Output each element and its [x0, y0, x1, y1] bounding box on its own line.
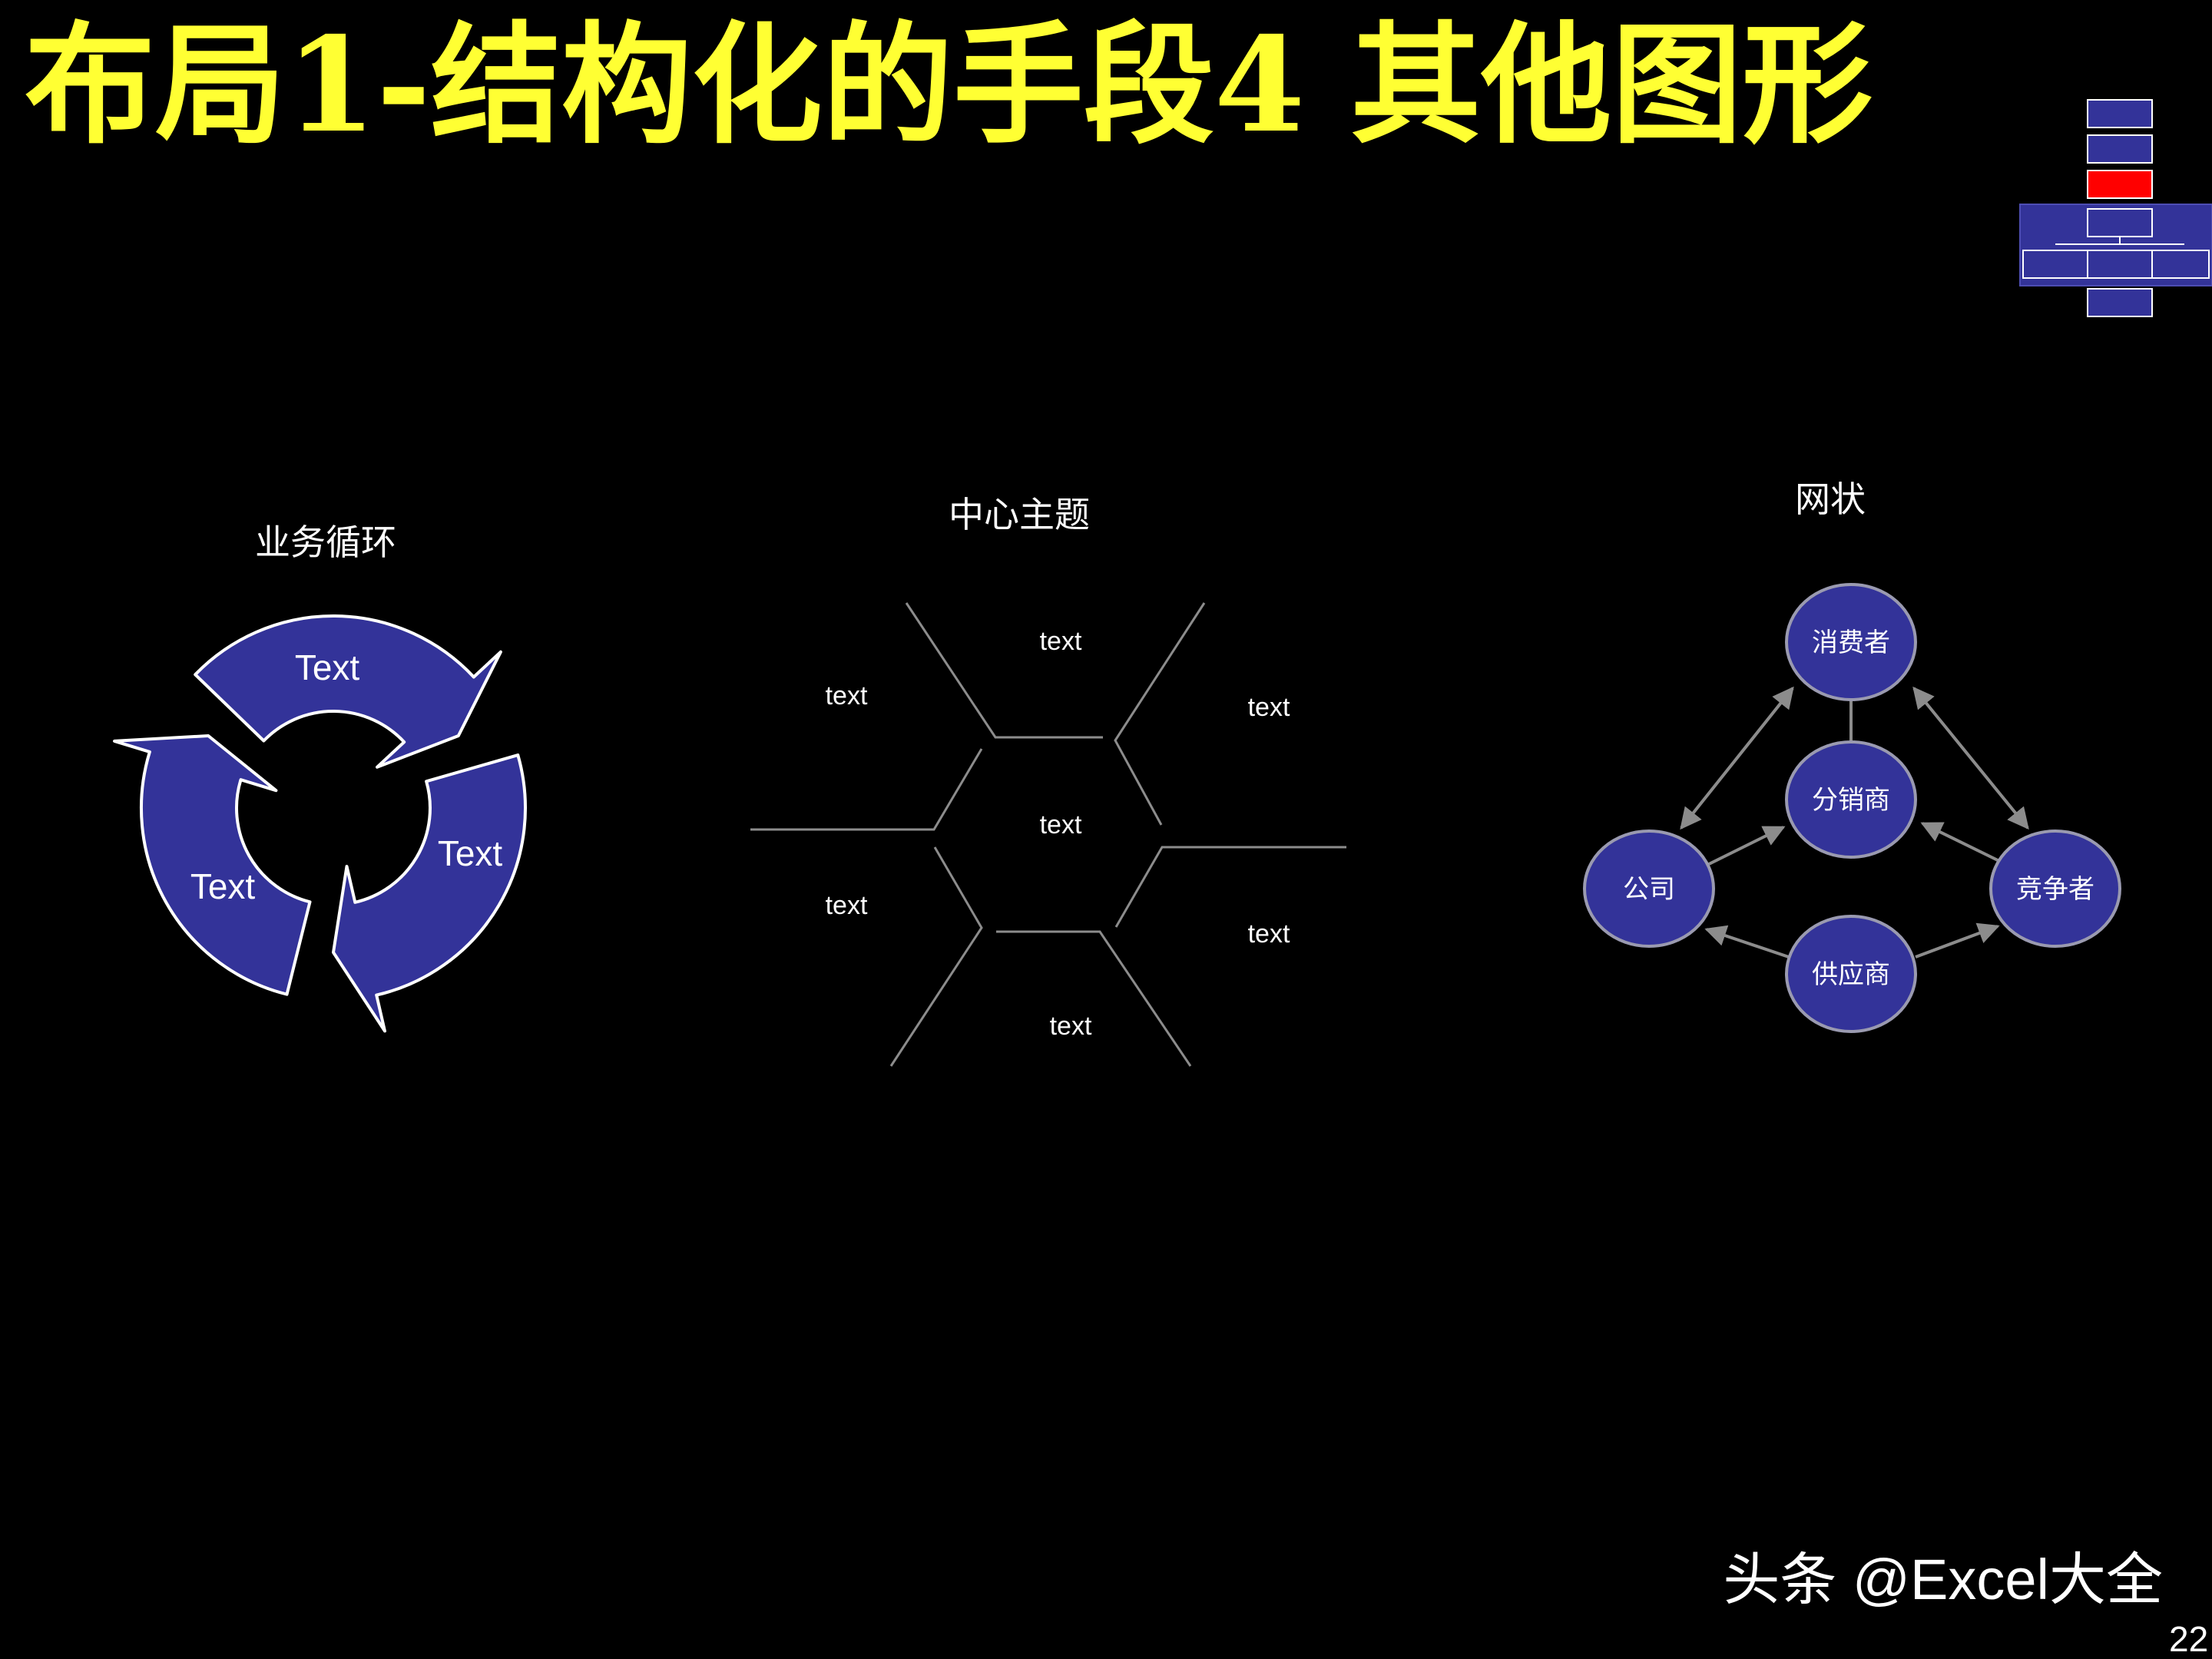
- slide-title: 布局1-结构化的手段4 其他图形: [25, 8, 1873, 162]
- nav-block: [2087, 250, 2153, 279]
- hub-label-upper-left: text: [826, 681, 868, 710]
- edge-consumer-company: [1680, 686, 1794, 830]
- central-topic-diagram: 中心主题 text text text text text text text: [750, 494, 1346, 1067]
- node-supplier: 供应商: [1785, 915, 1917, 1033]
- network-diagram: 网状 消费者 分销商 公司 竞争者 供应商: [1583, 478, 2121, 1033]
- edge-supplier-competitor: [1915, 922, 2000, 959]
- edge-company-distributor: [1707, 826, 1786, 866]
- node-distributor-label: 分销商: [1812, 785, 1890, 816]
- page-number: 22: [2169, 1619, 2208, 1659]
- hub-line: [905, 602, 1103, 739]
- hub-line: [1114, 602, 1206, 826]
- nav-block: [2087, 134, 2153, 164]
- cycle-label-right: Text: [438, 833, 503, 873]
- nav-block: [2087, 288, 2153, 317]
- hub-label-top: text: [1040, 627, 1082, 656]
- hub-heading: 中心主题: [949, 494, 1090, 535]
- hub-line: [750, 748, 983, 831]
- node-company-label: 公司: [1623, 874, 1675, 905]
- node-company: 公司: [1583, 830, 1715, 948]
- node-competitor-label: 竞争者: [2016, 874, 2094, 905]
- node-competitor-shape: [1989, 830, 2121, 948]
- watermark-text: 头条 @Excel大全: [1723, 1548, 2163, 1611]
- hub-lines: [750, 602, 1346, 1067]
- hub-line: [996, 930, 1192, 1067]
- cycle-arrow-top: [194, 614, 502, 769]
- cycle-arrow-right: [332, 753, 527, 1033]
- hub-line: [889, 846, 983, 1067]
- node-consumer: 消费者: [1785, 583, 1917, 701]
- nav-block: [2087, 99, 2153, 128]
- nav-block: [2151, 250, 2210, 279]
- hub-label-lower-right: text: [1248, 919, 1290, 949]
- node-distributor: 分销商: [1785, 740, 1917, 859]
- nav-block: [2022, 250, 2088, 279]
- node-consumer-shape: [1785, 583, 1917, 701]
- business-cycle-diagram: 业务循环 Text Text Text: [113, 522, 527, 1033]
- hub-label-bottom: text: [1050, 1012, 1092, 1041]
- cycle-arrow-left: [113, 734, 312, 996]
- node-distributor-shape: [1785, 740, 1917, 859]
- nav-block: [2087, 208, 2153, 237]
- edge-supplier-company: [1704, 925, 1790, 959]
- network-edges: [1680, 686, 2029, 959]
- hub-line: [1114, 846, 1346, 928]
- node-competitor: 竞争者: [1989, 830, 2121, 948]
- structure-nav-icon: [2019, 99, 2212, 317]
- node-supplier-shape: [1785, 915, 1917, 1033]
- cycle-label-left: Text: [190, 866, 256, 906]
- edge-consumer-competitor: [1912, 686, 2029, 830]
- cycle-heading: 业务循环: [255, 522, 396, 563]
- node-consumer-label: 消费者: [1812, 628, 1890, 658]
- hub-label-upper-right: text: [1248, 693, 1290, 722]
- network-heading: 网状: [1795, 478, 1866, 520]
- hub-center-label: text: [1040, 810, 1082, 839]
- cycle-label-top: Text: [295, 647, 360, 687]
- node-company-shape: [1583, 830, 1715, 948]
- node-supplier-label: 供应商: [1812, 959, 1890, 990]
- edge-competitor-distributor: [1920, 822, 2000, 863]
- hub-label-lower-left: text: [826, 891, 868, 920]
- nav-block-current: [2087, 170, 2153, 199]
